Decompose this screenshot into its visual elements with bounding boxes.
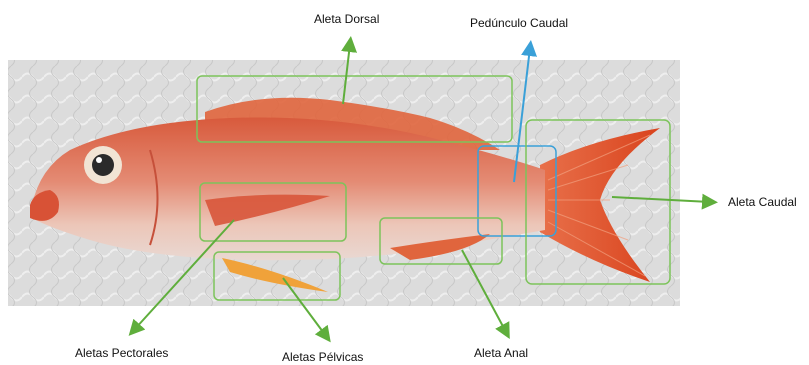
pectoral-fins-label: Aletas Pectorales <box>75 346 168 360</box>
anal-fin-label: Aleta Anal <box>474 346 528 360</box>
pelvic-fins-label: Aletas Pélvicas <box>282 350 363 364</box>
caudal-fin-label: Aleta Caudal <box>728 195 797 209</box>
dorsal-fin-label: Aleta Dorsal <box>314 12 379 26</box>
caudal-peduncle-label: Pedúnculo Caudal <box>470 16 568 30</box>
